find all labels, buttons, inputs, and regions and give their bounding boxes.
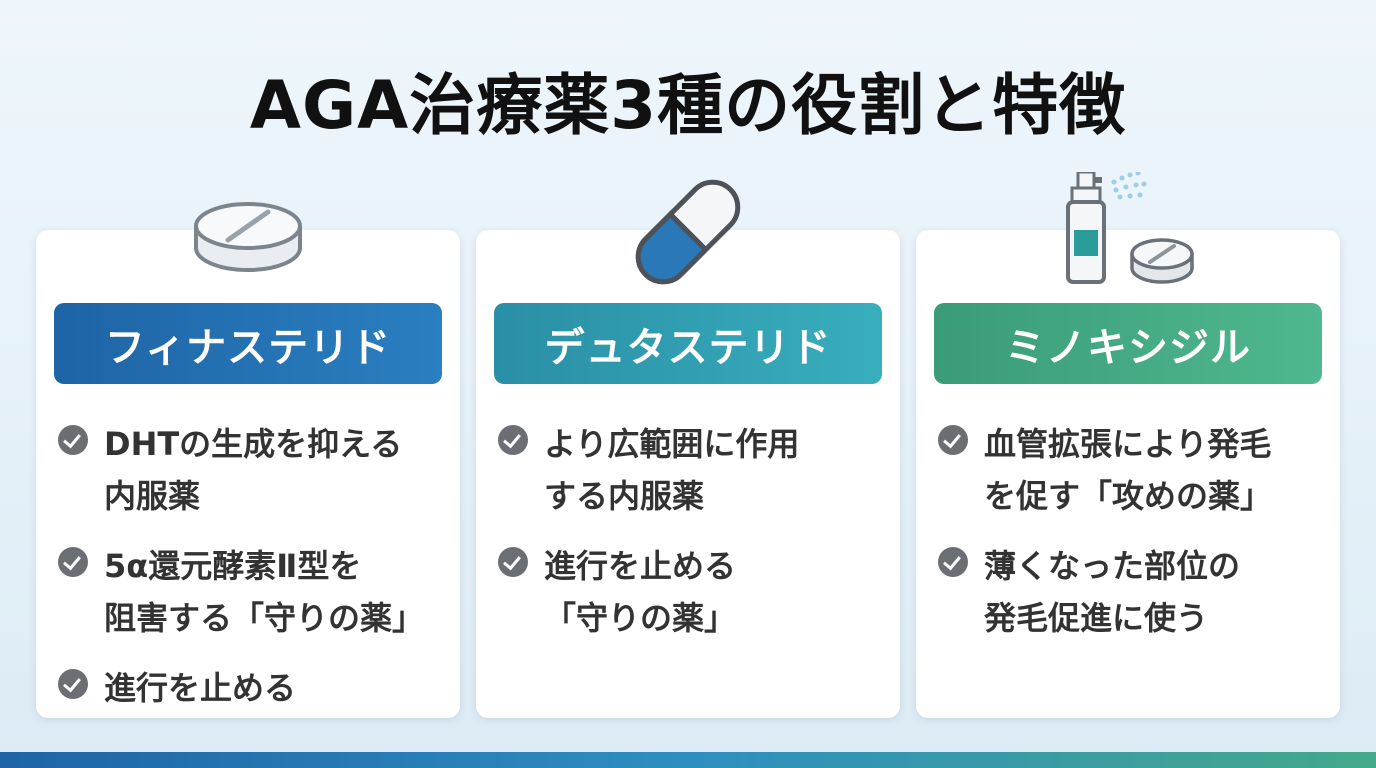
feature-text: DHTの生成を抑える 内服薬 [104, 425, 403, 515]
list-item: 血管拡張により発毛 を促す「攻めの薬」 [938, 418, 1328, 522]
feature-list: 血管拡張により発毛 を促す「攻めの薬」 薄くなった部位の 発毛促進に使う [938, 418, 1328, 662]
feature-text: 進行を止める 「守りの薬」 [544, 547, 737, 637]
feature-text: 5α還元酵素Ⅱ型を 阻害する「守りの薬」 [104, 547, 425, 637]
feature-text: 血管拡張により発毛 を促す「攻めの薬」 [984, 425, 1273, 515]
feature-text: より広範囲に作用 する内服薬 [544, 425, 800, 515]
feature-list: より広範囲に作用 する内服薬 進行を止める 「守りの薬」 [498, 418, 888, 662]
list-item: 5α還元酵素Ⅱ型を 阻害する「守りの薬」 [58, 540, 448, 644]
footer-bar [0, 752, 1376, 768]
list-item: 薄くなった部位の 発毛促進に使う [938, 540, 1328, 644]
drug-name-banner: フィナステリド [54, 303, 442, 384]
check-circle-icon [498, 425, 528, 455]
page-title: AGA治療薬3種の役割と特徴 [249, 67, 1127, 144]
capsule-icon [635, 179, 741, 285]
card-dutasteride: デュタステリド より広範囲に作用 する内服薬 進行を止める 「守りの薬」 [476, 179, 900, 718]
check-circle-icon [938, 547, 968, 577]
card-finasteride: フィナステリド DHTの生成を抑える 内服薬 5α還元酵素Ⅱ型を 阻害する「守り… [36, 202, 460, 718]
check-circle-icon [58, 547, 88, 577]
list-item: より広範囲に作用 する内服薬 [498, 418, 888, 522]
card-minoxidil: ミノキシジル 血管拡張により発毛 を促す「攻めの薬」 薄くなった部位の 発毛促進… [916, 172, 1340, 718]
list-item: DHTの生成を抑える 内服薬 [58, 418, 448, 522]
tablet-icon [194, 202, 302, 272]
list-item: 進行を止める [58, 662, 448, 714]
check-circle-icon [938, 425, 968, 455]
list-item: 進行を止める 「守りの薬」 [498, 540, 888, 644]
drug-name-banner: ミノキシジル [934, 303, 1322, 384]
drug-name-banner: デュタステリド [494, 303, 882, 384]
feature-list: DHTの生成を抑える 内服薬 5α還元酵素Ⅱ型を 阻害する「守りの薬」 進行を止… [58, 418, 448, 732]
feature-text: 薄くなった部位の 発毛促進に使う [984, 547, 1241, 637]
check-circle-icon [58, 669, 88, 699]
check-circle-icon [498, 547, 528, 577]
check-circle-icon [58, 425, 88, 455]
spray-and-tablet-icon [1066, 172, 1194, 284]
feature-text: 進行を止める [104, 669, 297, 707]
